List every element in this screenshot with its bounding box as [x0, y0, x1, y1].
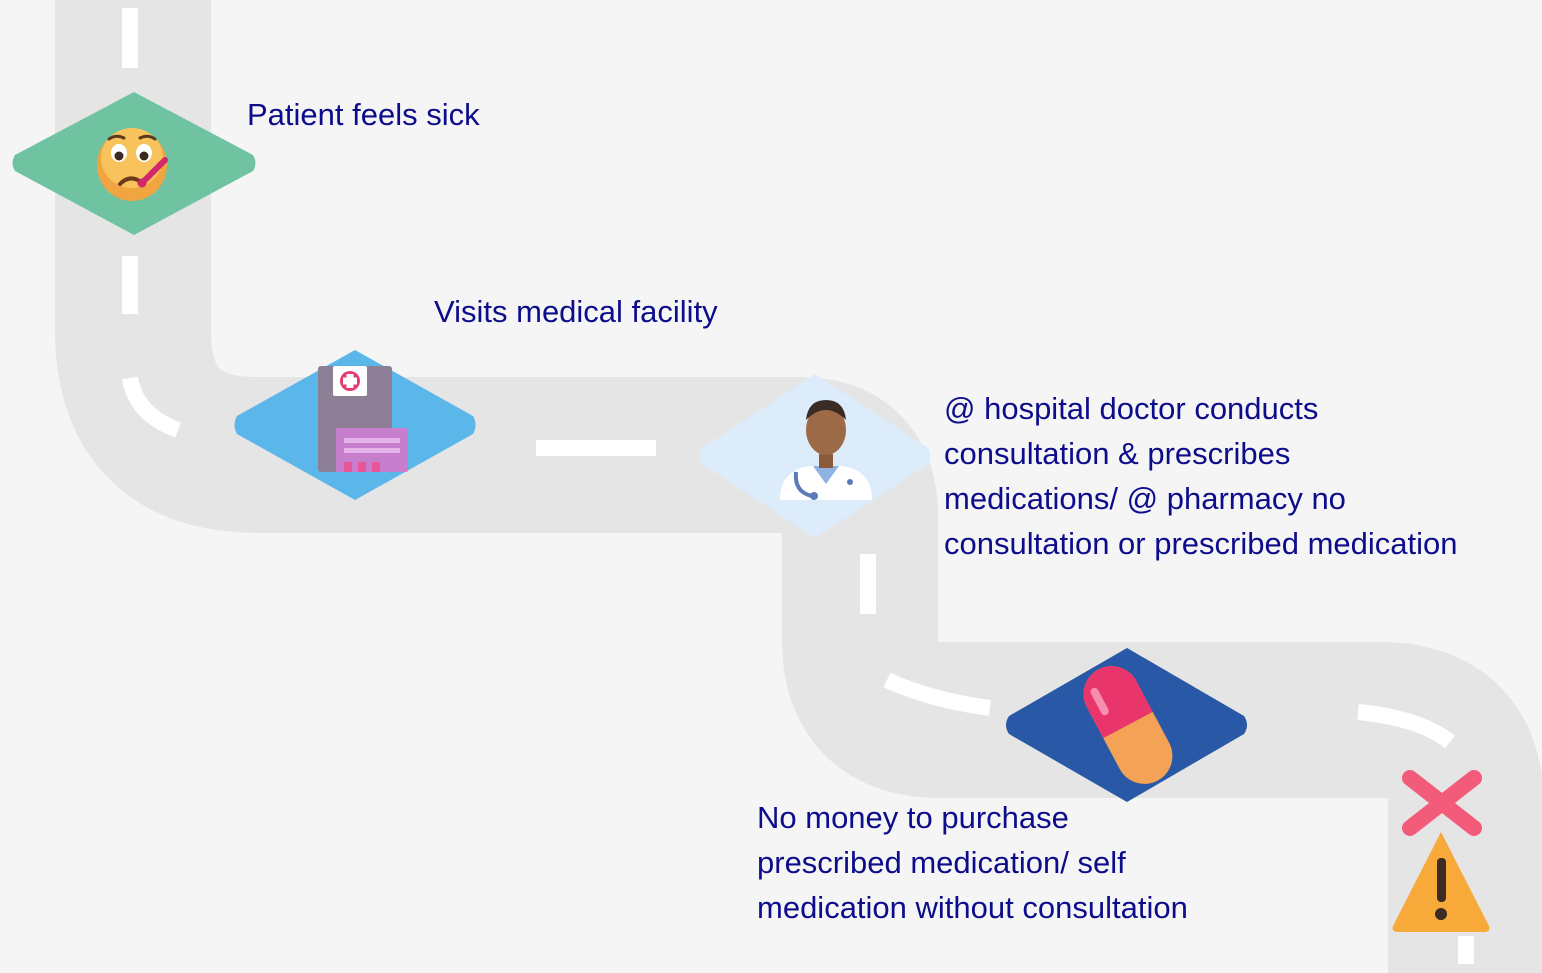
cross-mark-icon: [1402, 770, 1482, 836]
step-facility-node: [234, 350, 476, 500]
step-facility-label: Visits medical facility: [434, 294, 718, 329]
step-doctor-node: [699, 374, 931, 538]
step-sick-node: [12, 92, 256, 235]
step-doctor-diamond: [699, 374, 931, 538]
sick-face-with-thermometer-icon: [97, 128, 168, 201]
step-doctor-label: @ hospital doctor conducts consultation …: [944, 391, 1458, 561]
step-outcome-node: [1392, 770, 1490, 932]
doctor-with-stethoscope-icon: [780, 400, 872, 500]
step-medication-node: [1006, 648, 1247, 802]
hospital-building-icon: [318, 366, 408, 472]
road-lane-markings: [122, 8, 1474, 964]
step-medication-label: No money to purchase prescribed medicati…: [757, 800, 1188, 925]
pill-capsule-icon: [1083, 666, 1173, 784]
warning-icon: [1392, 832, 1490, 932]
step-sick-label: Patient feels sick: [247, 97, 480, 132]
